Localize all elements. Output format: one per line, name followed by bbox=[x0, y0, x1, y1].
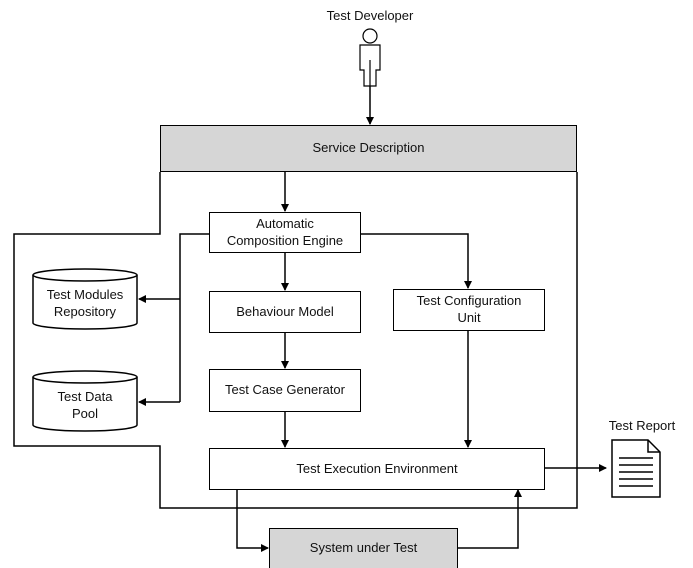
test-developer-label: Test Developer bbox=[326, 8, 414, 23]
test-configuration-unit-box: Test Configuration Unit bbox=[393, 289, 545, 331]
arrow-sut-to-execution bbox=[458, 489, 522, 549]
modules-repository-cylinder bbox=[32, 268, 138, 330]
behaviour-model-box: Behaviour Model bbox=[209, 291, 361, 333]
service-description-box: Service Description bbox=[160, 125, 577, 172]
test-modules-repository-label: Test Modules Repository bbox=[46, 287, 124, 319]
test-execution-environment-box: Test Execution Environment bbox=[209, 448, 545, 490]
arrow-engine-to-config bbox=[361, 233, 472, 289]
test-case-generator-box: Test Case Generator bbox=[209, 369, 361, 412]
system-boundary bbox=[13, 172, 578, 509]
composition-engine-box: Automatic Composition Engine bbox=[209, 212, 361, 253]
test-report-label: Test Report bbox=[608, 418, 676, 433]
system-under-test-box: System under Test bbox=[269, 528, 458, 568]
test-report-document-icon bbox=[611, 439, 661, 498]
test-developer-figure-icon bbox=[359, 28, 381, 87]
test-data-pool-label: Test Data Pool bbox=[57, 389, 113, 421]
arrow-execution-to-sut bbox=[236, 490, 269, 552]
connector-engine-to-stores bbox=[179, 233, 209, 402]
data-pool-cylinder bbox=[32, 370, 138, 432]
